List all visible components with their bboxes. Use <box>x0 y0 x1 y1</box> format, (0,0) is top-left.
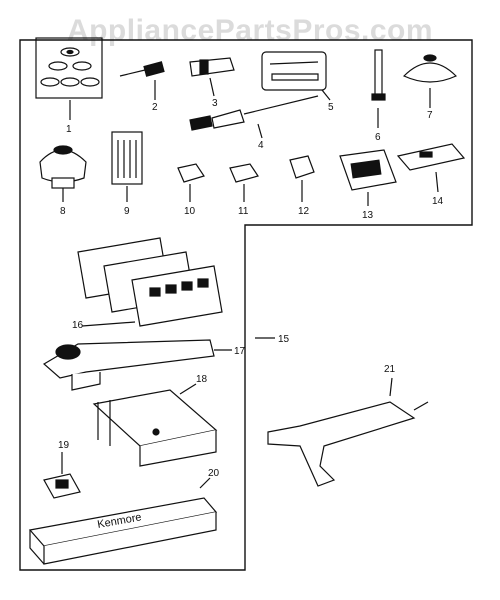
callout-12: 12 <box>298 206 310 217</box>
callout-2: 2 <box>152 102 158 113</box>
callout-13: 13 <box>362 210 374 221</box>
part-11-presser-foot <box>229 163 259 202</box>
part-9-needle-pack <box>111 131 143 202</box>
part-16-pattern-cams <box>77 237 223 327</box>
callout-6: 6 <box>375 132 381 143</box>
callout-7: 7 <box>427 110 433 121</box>
callout-9: 9 <box>124 206 130 217</box>
callout-18: 18 <box>196 374 208 385</box>
callout-17: 17 <box>234 346 246 357</box>
part-13-buttonhole-foot <box>339 149 397 206</box>
part-3-screwdriver-offset <box>189 57 235 97</box>
part-7-spool-cap <box>402 54 458 108</box>
callout-4: 4 <box>258 140 264 151</box>
part-18-extension-table <box>92 383 218 467</box>
callout-19: 19 <box>58 440 70 451</box>
part-19-clip <box>43 452 81 499</box>
callout-14: 14 <box>432 196 444 207</box>
part-21-knee-lever <box>267 377 429 487</box>
part-20-storage-case <box>28 477 218 565</box>
part-10-presser-foot <box>177 163 205 202</box>
callout-1: 1 <box>66 124 72 135</box>
part-12-presser-foot <box>289 155 315 202</box>
part-1-bobbin-case <box>35 37 103 120</box>
part-6-spool-pin <box>371 49 386 128</box>
callout-15: 15 <box>278 334 290 345</box>
part-14-feed-cover-plate <box>396 143 466 193</box>
callout-3: 3 <box>212 98 218 109</box>
callout-10: 10 <box>184 206 196 217</box>
watermark: AppliancePartsPros.com <box>66 14 434 47</box>
callout-21: 21 <box>384 364 396 375</box>
callout-5: 5 <box>328 102 334 113</box>
part-17-buttonhole-attachment <box>42 339 232 391</box>
callout-16: 16 <box>72 320 84 331</box>
callout-8: 8 <box>60 206 66 217</box>
part-5-tool-pouch <box>261 51 331 101</box>
part-2-screwdriver <box>119 61 165 100</box>
callout-11: 11 <box>238 206 249 217</box>
part-8-spool-holder <box>39 145 87 202</box>
callout-20: 20 <box>208 468 220 479</box>
kit-boundary <box>19 39 473 571</box>
part-4-lint-brush <box>189 95 319 139</box>
